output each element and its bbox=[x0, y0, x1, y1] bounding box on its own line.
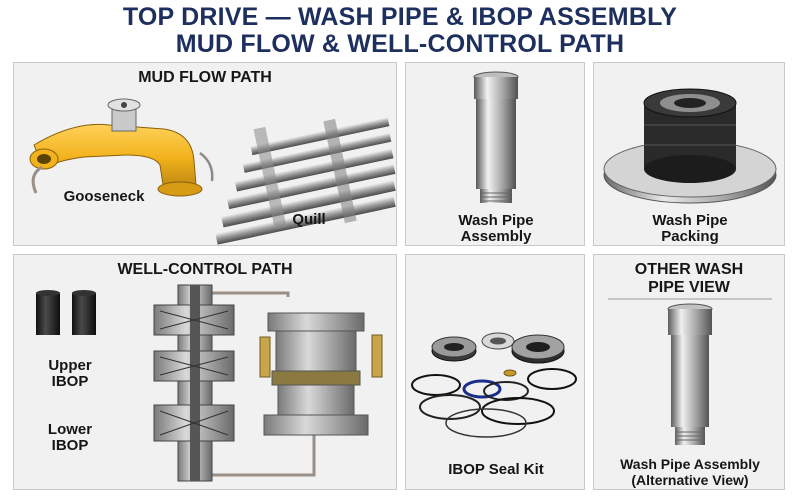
well-control-panel: WELL-CONTROL PATH bbox=[13, 254, 397, 490]
well-control-diagram bbox=[36, 284, 383, 482]
other-view-label-1: Wash Pipe Assembly bbox=[620, 456, 760, 472]
lower-ibop-label-2: IBOP bbox=[51, 437, 89, 454]
wash-pipe-packing-image bbox=[603, 88, 777, 204]
other-view-label-2: (Alternative View) bbox=[631, 472, 749, 488]
mud-flow-title: MUD FLOW PATH bbox=[138, 69, 272, 86]
wash-pipe-assembly-panel: Wash Pipe Assembly bbox=[405, 62, 585, 246]
upper-ibop-label-1: Upper bbox=[48, 357, 92, 374]
upper-ibop-label-2: IBOP bbox=[51, 373, 89, 390]
wash-pipe-packing-panel: Wash Pipe Packing bbox=[593, 62, 785, 246]
mud-flow-panel: MUD FLOW PATH bbox=[13, 62, 397, 246]
wash-pipe-alt-image bbox=[667, 303, 713, 445]
wash-pipe-packing-label-1: Wash Pipe bbox=[652, 212, 728, 229]
wash-pipe-assembly-label-1: Wash Pipe bbox=[458, 212, 534, 229]
ibop-seal-kit-panel: IBOP Seal Kit bbox=[405, 254, 585, 490]
title-line-2: MUD FLOW & WELL-CONTROL PATH bbox=[175, 30, 625, 58]
other-view-divider bbox=[608, 298, 772, 300]
gooseneck-label: Gooseneck bbox=[63, 188, 145, 205]
wash-pipe-assembly-label-2: Assembly bbox=[460, 228, 532, 245]
wash-pipe-packing-label-2: Packing bbox=[661, 228, 719, 245]
other-view-title-2: PIPE VIEW bbox=[648, 279, 730, 296]
upper-ibop-image bbox=[36, 290, 96, 335]
ibop-seal-kit-image bbox=[411, 332, 577, 438]
quill-image bbox=[215, 117, 396, 245]
other-view-panel: OTHER WASH PIPE VIEW Wash Pipe Assembly … bbox=[593, 254, 785, 490]
ibop-assembly-image bbox=[259, 312, 383, 436]
lower-ibop-label-1: Lower bbox=[47, 421, 93, 438]
quill-label: Quill bbox=[292, 211, 326, 228]
title-line-1: TOP DRIVE — WASH PIPE & IBOP ASSEMBLY bbox=[122, 3, 678, 31]
ibop-seal-kit-label: IBOP Seal Kit bbox=[448, 461, 544, 478]
gooseneck-image bbox=[29, 98, 396, 245]
well-control-title: WELL-CONTROL PATH bbox=[117, 261, 293, 278]
wash-pipe-assembly-image bbox=[473, 71, 519, 203]
other-view-title-1: OTHER WASH bbox=[634, 261, 744, 278]
